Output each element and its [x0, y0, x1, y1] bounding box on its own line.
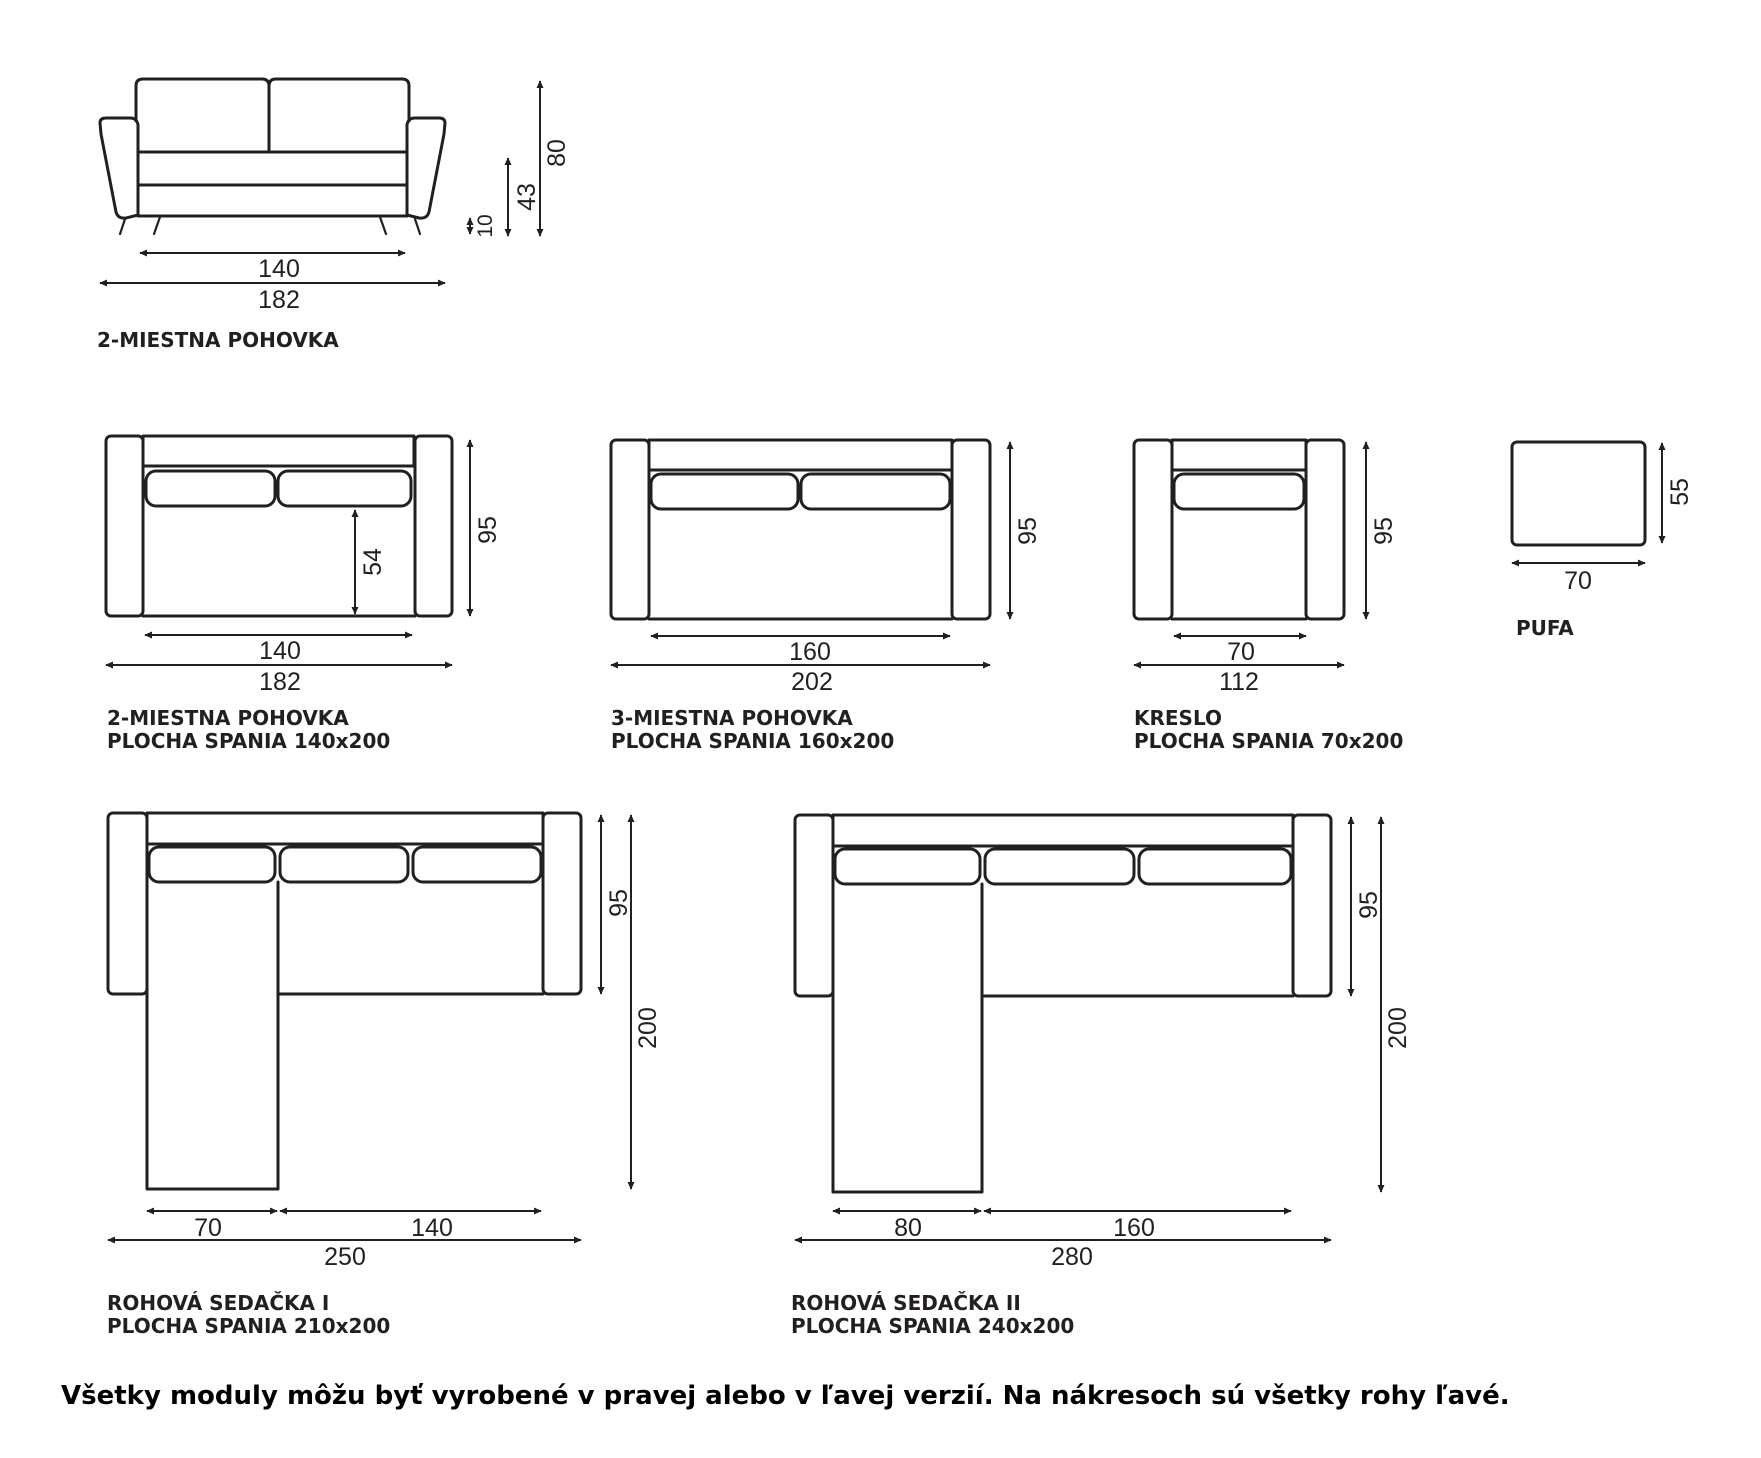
armrest-right [1291, 813, 1333, 998]
armchair-title: KRESLO [1134, 706, 1222, 730]
dim-label-depth: 95 [474, 516, 502, 544]
dim-label-inner: 160 [789, 638, 831, 666]
armrest-left [106, 811, 149, 996]
back-cushion [1137, 847, 1293, 886]
armchair-caption: KRESLO PLOCHA SPANIA 70x200 [1134, 707, 1403, 753]
dim-label-depth: 95 [605, 889, 633, 917]
back-cushion [983, 847, 1136, 886]
sofa2-top-view: 54 95 140 182 [104, 434, 502, 696]
back-cushion [278, 845, 410, 884]
dim-label-seat-height: 43 [513, 183, 541, 211]
dim-label-seat-depth: 54 [359, 548, 387, 576]
dim-label-depth: 55 [1666, 478, 1694, 506]
dim-label-chaise: 80 [894, 1214, 922, 1242]
sofa3-subtitle: PLOCHA SPANIA 160x200 [611, 729, 895, 753]
dim-label-leg-height: 10 [474, 214, 497, 237]
backrest [145, 811, 545, 846]
sofa2-subtitle: PLOCHA SPANIA 140x200 [107, 729, 391, 753]
sofa2-caption: 2-MIESTNA POHOVKA PLOCHA SPANIA 140x200 [107, 707, 390, 753]
armrest-right [1304, 438, 1346, 621]
armrest-left [793, 813, 835, 998]
backrest [141, 434, 416, 468]
dim-label-depth: 95 [1014, 517, 1042, 545]
dim-label-total: 250 [324, 1243, 366, 1271]
dim-label-inner: 140 [259, 637, 301, 665]
sofa2-title: 2-MIESTNA POHOVKA [107, 706, 349, 730]
dim-label-inner: 70 [1227, 638, 1255, 666]
pouf-outline [1510, 440, 1647, 547]
armrest-left [609, 438, 651, 621]
dim-label-length: 200 [1384, 1007, 1412, 1049]
corner2-subtitle: PLOCHA SPANIA 240x200 [791, 1314, 1075, 1338]
corner1-caption: ROHOVÁ SEDAČKA I PLOCHA SPANIA 210x200 [107, 1292, 390, 1338]
dim-label-length: 200 [634, 1007, 662, 1049]
corner2-top-view: 95 200 80 160 280 [793, 813, 1412, 1271]
dim-label-width: 70 [1564, 567, 1592, 595]
footer-note: Všetky moduly môžu byť vyrobené v pravej… [61, 1381, 1510, 1411]
corner2-title: ROHOVÁ SEDAČKA II [791, 1291, 1021, 1315]
back-cushion [144, 469, 277, 508]
dim-label-total-width: 182 [258, 286, 300, 314]
armrest-right [413, 434, 454, 618]
back-cushion [1172, 472, 1306, 511]
armchair-top-view: 95 70 112 [1132, 438, 1398, 696]
back-cushion [411, 845, 543, 884]
armrest-left [98, 116, 140, 220]
sofa3-caption: 3-MIESTNA POHOVKA PLOCHA SPANIA 160x200 [611, 707, 894, 753]
back-cushion [649, 472, 800, 511]
dim-label-total-height: 80 [543, 139, 571, 167]
pouf-top-view: 55 70 [1510, 440, 1694, 595]
chaise-outline [831, 844, 1295, 1194]
sofa3-title: 3-MIESTNA POHOVKA [611, 706, 853, 730]
dim-label-seat: 140 [411, 1214, 453, 1242]
dim-label-depth: 95 [1355, 891, 1383, 919]
back-cushion [833, 847, 982, 886]
back-cushion [147, 845, 277, 884]
dim-label-seat: 160 [1113, 1214, 1155, 1242]
corner1-title: ROHOVÁ SEDAČKA I [107, 1291, 330, 1315]
sofa-front-view: 140 182 10 43 80 [98, 77, 571, 314]
corner1-top-view: 95 200 70 140 250 [106, 811, 662, 1271]
dim-label-depth: 95 [1370, 517, 1398, 545]
armrest-left [104, 434, 145, 618]
armrest-right [405, 116, 447, 220]
backrest [831, 813, 1295, 848]
back-cushion-left [134, 77, 271, 154]
leg-icon [378, 215, 388, 236]
dim-label-total: 182 [259, 668, 301, 696]
armrest-right [541, 811, 583, 996]
sofa3-top-view: 95 160 202 [609, 438, 1042, 696]
back-cushion [799, 472, 952, 511]
dim-label-total: 280 [1051, 1243, 1093, 1271]
pouf-title: PUFA [1516, 616, 1574, 640]
dim-label-chaise: 70 [194, 1214, 222, 1242]
backrest [1170, 438, 1308, 472]
armrest-right [950, 438, 992, 621]
dim-label-seat-width: 140 [258, 255, 300, 283]
back-cushion-right [267, 77, 411, 154]
armchair-subtitle: PLOCHA SPANIA 70x200 [1134, 729, 1404, 753]
leg-icon [118, 217, 127, 236]
front-view-title: 2-MIESTNA POHOVKA [97, 328, 339, 352]
corner2-caption: ROHOVÁ SEDAČKA II PLOCHA SPANIA 240x200 [791, 1292, 1074, 1338]
leg-icon [152, 215, 162, 236]
backrest [647, 438, 954, 472]
dim-label-total: 202 [791, 668, 833, 696]
chaise-outline [145, 842, 545, 1191]
leg-icon [413, 217, 422, 236]
armrest-left [1132, 438, 1174, 621]
dim-label-total: 112 [1219, 668, 1259, 696]
back-cushion [276, 469, 413, 508]
corner1-subtitle: PLOCHA SPANIA 210x200 [107, 1314, 391, 1338]
